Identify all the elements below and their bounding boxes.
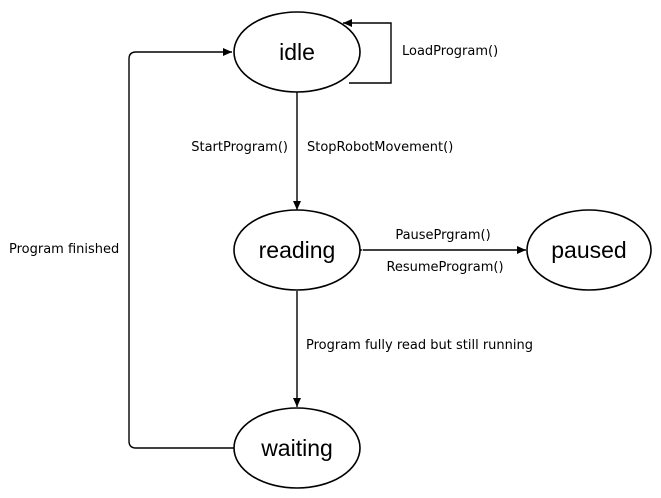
- pause-program-label: PausePrgram(): [395, 228, 490, 243]
- load-program-label: LoadProgram(): [402, 44, 498, 59]
- stop-robot-movement-label: StopRobotMovement(): [307, 140, 453, 155]
- state-reading-label: reading: [259, 237, 336, 263]
- state-idle-label: idle: [279, 39, 315, 65]
- program-fully-read-label: Program fully read but still running: [306, 338, 533, 353]
- state-waiting-label: waiting: [260, 435, 333, 461]
- program-finished-label: Program finished: [9, 242, 119, 257]
- state-paused-label: paused: [551, 237, 626, 263]
- program-finished-edge: [128, 48, 234, 449]
- start-program-label: StartProgram(): [191, 140, 288, 155]
- resume-program-label: ResumeProgram(): [386, 260, 503, 275]
- state-waiting: waiting: [233, 407, 361, 489]
- state-paused: paused: [526, 209, 652, 291]
- state-reading: reading: [233, 209, 361, 291]
- load-program-loop-edge: [343, 19, 392, 84]
- state-idle: idle: [233, 11, 361, 93]
